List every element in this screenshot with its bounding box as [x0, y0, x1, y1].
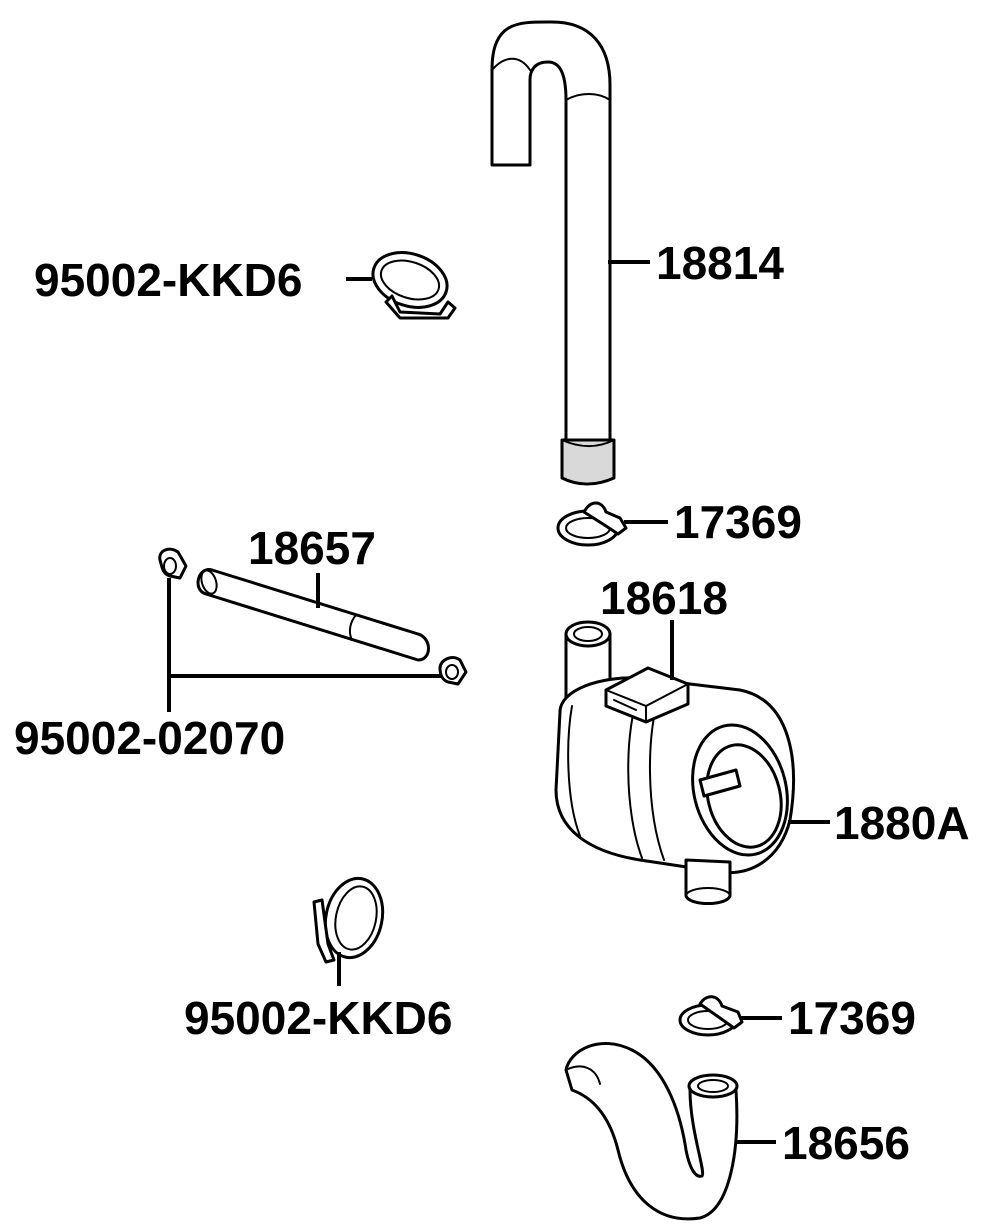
part-number-clip-lower: 17369 — [788, 992, 916, 1044]
part-number-hose-upper: 18814 — [656, 237, 784, 289]
part-number-clamp-lower: 95002-KKD6 — [184, 992, 452, 1044]
clamp-lower-drawing — [312, 876, 385, 964]
air-case-drawing — [554, 620, 795, 905]
hose-upper-drawing — [490, 20, 616, 486]
part-number-air-case: 1880A — [834, 797, 970, 849]
clamp-upper-drawing — [371, 251, 457, 320]
part-number-reed-valve: 18618 — [600, 572, 728, 624]
tube-drawing — [196, 568, 430, 662]
part-number-tube: 18657 — [248, 522, 376, 574]
clip-upper-drawing — [556, 501, 628, 547]
part-number-clip-pair: 95002-02070 — [14, 712, 285, 764]
part-number-hose-lower: 18656 — [782, 1117, 910, 1169]
leader-clip-pair — [167, 578, 442, 712]
part-number-clip-upper: 17369 — [674, 496, 802, 548]
clip-lower-drawing — [678, 995, 744, 1037]
hose-lower-drawing — [564, 1041, 739, 1221]
part-number-clamp-upper: 95002-KKD6 — [34, 254, 302, 306]
